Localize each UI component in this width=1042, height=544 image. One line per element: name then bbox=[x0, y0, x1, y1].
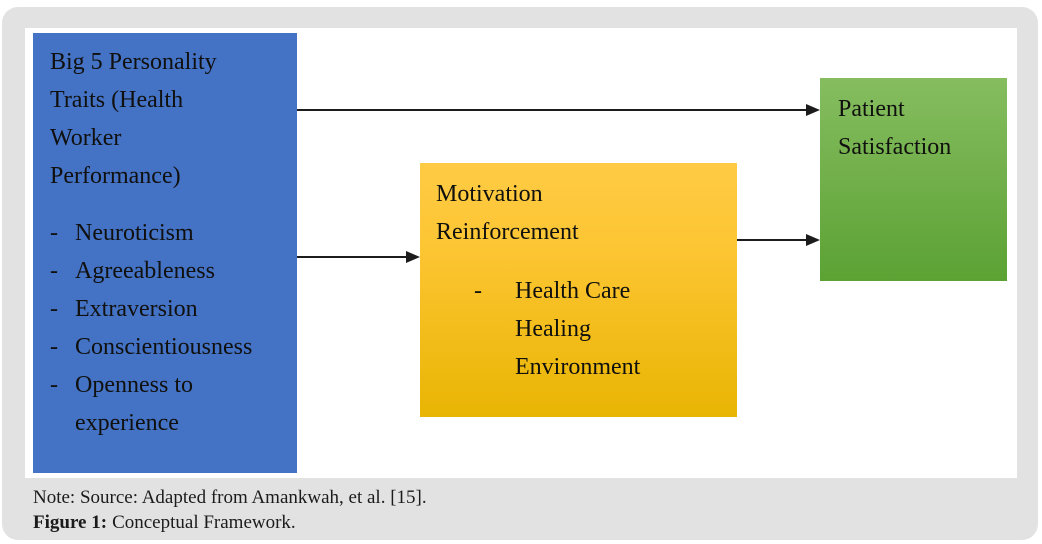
list-item-label: Neuroticism bbox=[75, 220, 194, 246]
motivation-box: Motivation Reinforcement - Health Care H… bbox=[420, 163, 737, 417]
list-item-label: Openness to experience bbox=[75, 372, 193, 436]
dash-bullet: - bbox=[50, 296, 58, 322]
list-item: - Health Care Healing Environment bbox=[474, 272, 723, 386]
arrow-big5-to-motivation-head-icon bbox=[406, 251, 420, 263]
patient-title: Patient Satisfaction bbox=[838, 96, 952, 160]
figure-caption: Note: Source: Adapted from Amankwah, et … bbox=[33, 485, 427, 535]
caption-note: Note: Source: Adapted from Amankwah, et … bbox=[33, 487, 427, 508]
big5-title: Big 5 Personality Traits (Health Worker … bbox=[50, 49, 217, 189]
list-item: - Extraversion bbox=[50, 290, 283, 328]
big5-list: - Neuroticism - Agreeableness - Extraver… bbox=[50, 214, 283, 442]
figure-title: Conceptual Framework. bbox=[112, 512, 296, 533]
arrow-big5-to-patient-line bbox=[297, 109, 807, 111]
arrow-big5-to-patient-head-icon bbox=[806, 104, 820, 116]
dash-bullet: - bbox=[50, 372, 58, 398]
list-item: - Conscientiousness bbox=[50, 328, 283, 366]
list-item-label: Extraversion bbox=[75, 296, 198, 322]
list-item: - Agreeableness bbox=[50, 252, 283, 290]
list-item: - Openness to experience bbox=[50, 366, 283, 442]
dash-bullet: - bbox=[50, 334, 58, 360]
list-item-label: Conscientiousness bbox=[75, 334, 253, 360]
motivation-list: - Health Care Healing Environment bbox=[474, 272, 723, 386]
list-item: - Neuroticism bbox=[50, 214, 283, 252]
arrow-motivation-to-patient-head-icon bbox=[806, 234, 820, 246]
dash-bullet: - bbox=[50, 220, 58, 246]
big5-box: Big 5 Personality Traits (Health Worker … bbox=[33, 33, 297, 473]
arrow-big5-to-motivation-line bbox=[297, 256, 407, 258]
figure-label: Figure 1: bbox=[33, 512, 108, 533]
arrow-motivation-to-patient-line bbox=[737, 239, 807, 241]
list-item-label: Agreeableness bbox=[75, 258, 215, 284]
dash-bullet: - bbox=[474, 278, 482, 304]
dash-bullet: - bbox=[50, 258, 58, 284]
patient-box: Patient Satisfaction bbox=[820, 78, 1007, 281]
motivation-title: Motivation Reinforcement bbox=[436, 181, 579, 245]
caption-figure-line: Figure 1:Conceptual Framework. bbox=[33, 510, 427, 535]
list-item-label: Health Care Healing Environment bbox=[515, 278, 641, 380]
